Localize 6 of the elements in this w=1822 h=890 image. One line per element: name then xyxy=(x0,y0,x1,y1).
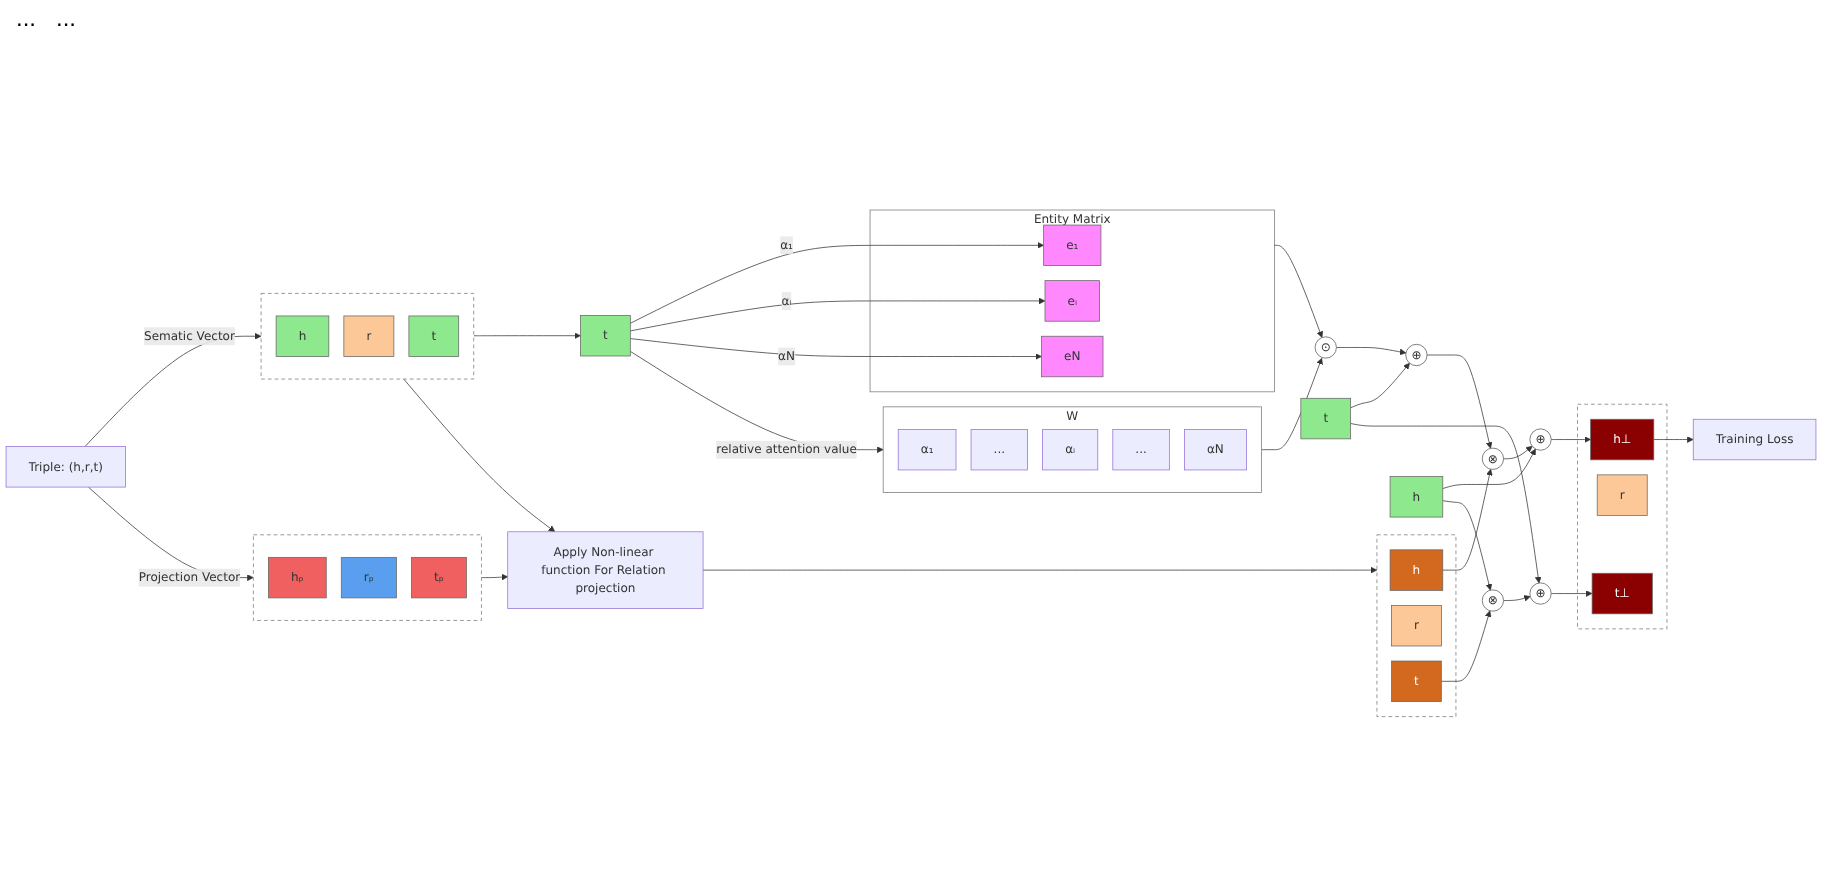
ellipsis-text: ... xyxy=(16,4,37,32)
cluster xyxy=(1376,534,1457,717)
cluster xyxy=(1577,403,1668,629)
ellipsis-text: ... xyxy=(56,4,77,32)
cluster xyxy=(253,534,482,621)
cluster xyxy=(260,292,475,380)
